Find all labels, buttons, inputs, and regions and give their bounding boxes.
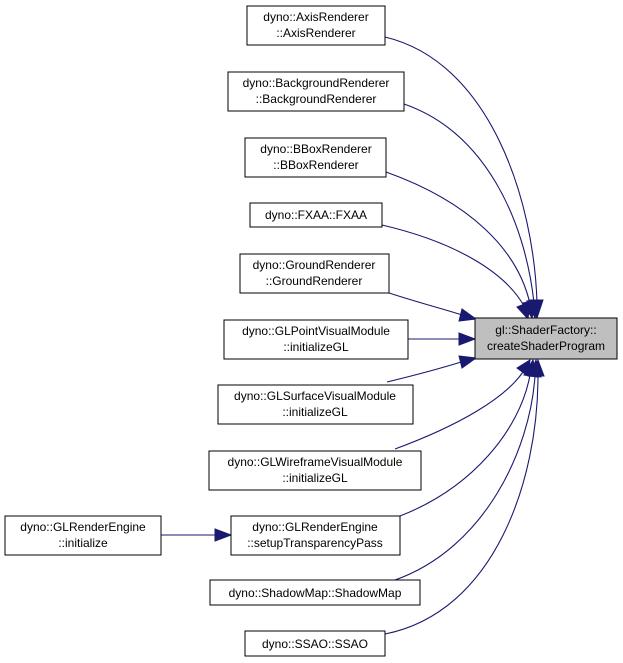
edge-background-to-target: [403, 103, 541, 320]
node-fxaa[interactable]: dyno::FXAA::FXAA: [249, 202, 383, 228]
node-setup-transparency-pass-line-2: ::setupTransparencyPass: [247, 536, 383, 550]
node-gl-wireframe-visual-module-line-2: ::initializeGL: [282, 471, 348, 485]
edge-wireframe-to-target: [394, 359, 531, 450]
node-ground-renderer-line-1: dyno::GroundRenderer: [253, 258, 376, 272]
node-axis-renderer[interactable]: dyno::AxisRenderer ::AxisRenderer: [246, 5, 386, 46]
node-background-renderer-line-1: dyno::BackgroundRenderer: [243, 76, 390, 90]
node-ssao-line-1: dyno::SSAO::SSAO: [262, 637, 368, 651]
node-gl-wireframe-visual-module[interactable]: dyno::GLWireframeVisualModule ::initiali…: [208, 450, 422, 491]
node-setup-transparency-pass[interactable]: dyno::GLRenderEngine ::setupTransparency…: [230, 515, 401, 556]
node-bbox-renderer[interactable]: dyno::BBoxRenderer ::BBoxRenderer: [244, 137, 387, 178]
node-gl-point-visual-module[interactable]: dyno::GLPointVisualModule ::initializeGL: [223, 319, 409, 360]
node-gl-point-visual-module-line-1: dyno::GLPointVisualModule: [242, 324, 390, 338]
node-bbox-renderer-line-2: ::BBoxRenderer: [273, 158, 358, 172]
node-axis-renderer-line-2: ::AxisRenderer: [276, 26, 355, 40]
edge-surface-to-target: [386, 355, 478, 383]
node-bbox-renderer-line-1: dyno::BBoxRenderer: [260, 142, 371, 156]
node-ground-renderer[interactable]: dyno::GroundRenderer ::GroundRenderer: [239, 253, 390, 294]
edge-ssao-to-target: [384, 358, 545, 635]
node-gl-wireframe-visual-module-line-1: dyno::GLWireframeVisualModule: [228, 455, 403, 469]
edge-fxaa-to-target: [381, 224, 531, 321]
edge-point-to-target: [408, 332, 477, 346]
node-shadow-map-line-1: dyno::ShadowMap::ShadowMap: [229, 586, 402, 600]
node-create-shader-program-line-2: createShaderProgram: [487, 339, 605, 353]
edge-bbox-to-target: [385, 171, 537, 320]
edge-transparency-to-target: [399, 358, 538, 517]
node-background-renderer[interactable]: dyno::BackgroundRenderer ::BackgroundRen…: [227, 71, 405, 112]
node-gl-render-engine-initialize-line-2: ::initialize: [58, 536, 108, 550]
node-background-renderer-line-2: ::BackgroundRenderer: [256, 92, 377, 106]
node-gl-render-engine-initialize-line-1: dyno::GLRenderEngine: [20, 520, 146, 534]
edge-initialize-to-transparency: [161, 528, 233, 542]
node-ground-renderer-line-2: ::GroundRenderer: [266, 274, 363, 288]
edge-ground-to-target: [388, 292, 478, 322]
node-fxaa-line-1: dyno::FXAA::FXAA: [265, 208, 367, 222]
edge-axis-to-target: [384, 36, 544, 320]
node-axis-renderer-line-1: dyno::AxisRenderer: [263, 10, 368, 24]
node-gl-surface-visual-module-line-2: ::initializeGL: [282, 405, 348, 419]
node-gl-point-visual-module-line-2: ::initializeGL: [283, 340, 349, 354]
node-shadow-map[interactable]: dyno::ShadowMap::ShadowMap: [209, 579, 421, 606]
node-create-shader-program[interactable]: gl::ShaderFactory:: createShaderProgram: [474, 317, 618, 360]
node-gl-surface-visual-module-line-1: dyno::GLSurfaceVisualModule: [234, 389, 396, 403]
node-create-shader-program-line-1: gl::ShaderFactory::: [495, 323, 596, 337]
node-ssao[interactable]: dyno::SSAO::SSAO: [244, 630, 386, 657]
node-gl-surface-visual-module[interactable]: dyno::GLSurfaceVisualModule ::initialize…: [217, 384, 414, 425]
node-setup-transparency-pass-line-1: dyno::GLRenderEngine: [252, 520, 378, 534]
node-gl-render-engine-initialize[interactable]: dyno::GLRenderEngine ::initialize: [4, 515, 162, 556]
